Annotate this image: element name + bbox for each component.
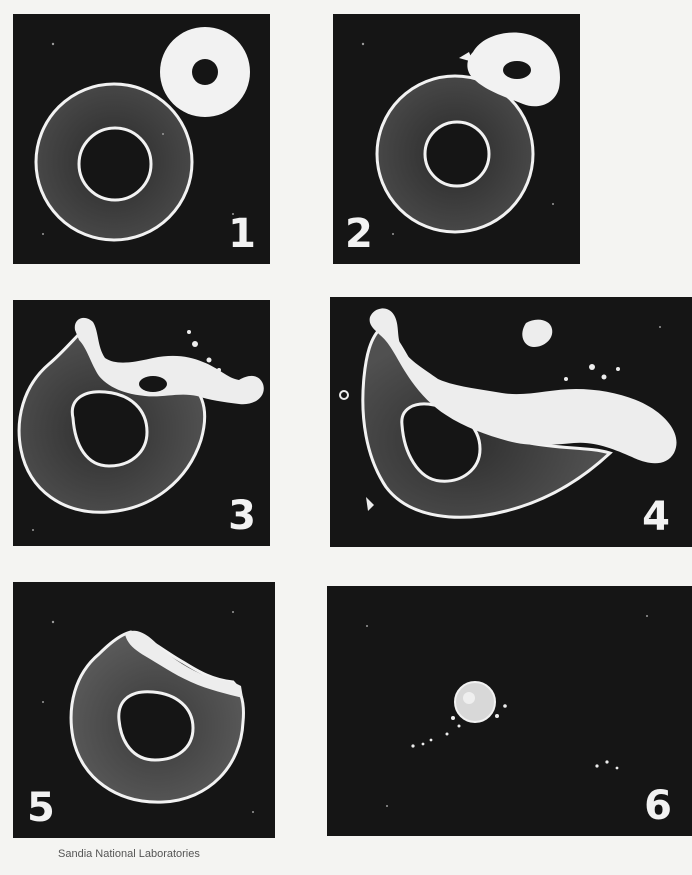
debris-fragment <box>522 320 552 347</box>
inner-hole <box>425 122 489 186</box>
frame-number-label: 3 <box>228 496 256 536</box>
remnant-core <box>455 682 495 722</box>
credit-caption: Sandia National Laboratories <box>58 848 200 860</box>
frame-3-panel: 3 <box>13 300 270 546</box>
inner-hole <box>79 128 151 200</box>
frame-6-panel: 6 <box>327 586 692 836</box>
frame-6-illustration <box>327 586 692 836</box>
projectile-hole <box>503 61 531 79</box>
inner-hole <box>72 392 147 466</box>
frame-2-panel: 2 <box>333 14 580 264</box>
frame-number-label: 1 <box>228 214 256 254</box>
frame-5-panel: 5 <box>13 582 275 838</box>
frame-number-label: 5 <box>27 788 55 828</box>
frame-1-panel: 1 <box>13 14 270 264</box>
projectile-hole <box>192 59 218 85</box>
frame-4-illustration <box>330 297 692 547</box>
projectile-hole <box>139 376 167 392</box>
frame-4-panel: 4 <box>330 297 692 547</box>
inner-hole <box>119 692 193 760</box>
frame-number-label: 2 <box>345 214 373 254</box>
frame-number-label: 6 <box>644 786 672 826</box>
frame-number-label: 4 <box>642 497 670 537</box>
